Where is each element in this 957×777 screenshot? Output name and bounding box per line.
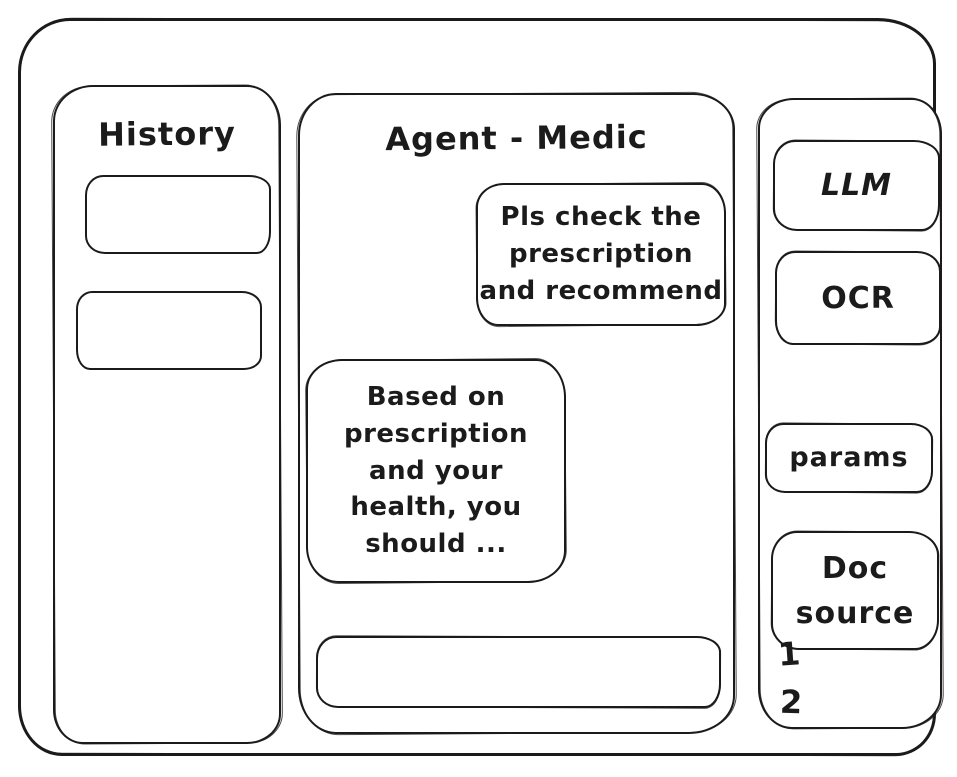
app-frame: History Agent - Medic Pls check the pres… — [18, 18, 942, 756]
doc-source-item-2[interactable]: 2 — [779, 682, 803, 722]
message-input[interactable] — [316, 636, 721, 708]
llm-button[interactable]: LLM — [773, 140, 940, 231]
chat-title: Agent - Medic — [385, 117, 648, 159]
ocr-button[interactable]: OCR — [775, 251, 941, 345]
history-item-2[interactable] — [76, 291, 262, 370]
history-item-1[interactable] — [85, 175, 271, 254]
assistant-message-bubble: Based on prescription and your health, y… — [306, 359, 566, 583]
user-message-bubble: Pls check the prescription and recommend — [476, 183, 726, 326]
history-panel: History — [53, 85, 281, 744]
history-title: History — [97, 114, 237, 154]
doc-source-item-1[interactable]: 1 — [776, 634, 802, 674]
doc-source-button[interactable]: Doc source — [771, 531, 939, 650]
tools-panel: LLM OCR params Doc source 1 2 — [758, 98, 942, 729]
chat-panel: Agent - Medic Pls check the prescription… — [298, 93, 735, 734]
params-button[interactable]: params — [765, 423, 933, 493]
